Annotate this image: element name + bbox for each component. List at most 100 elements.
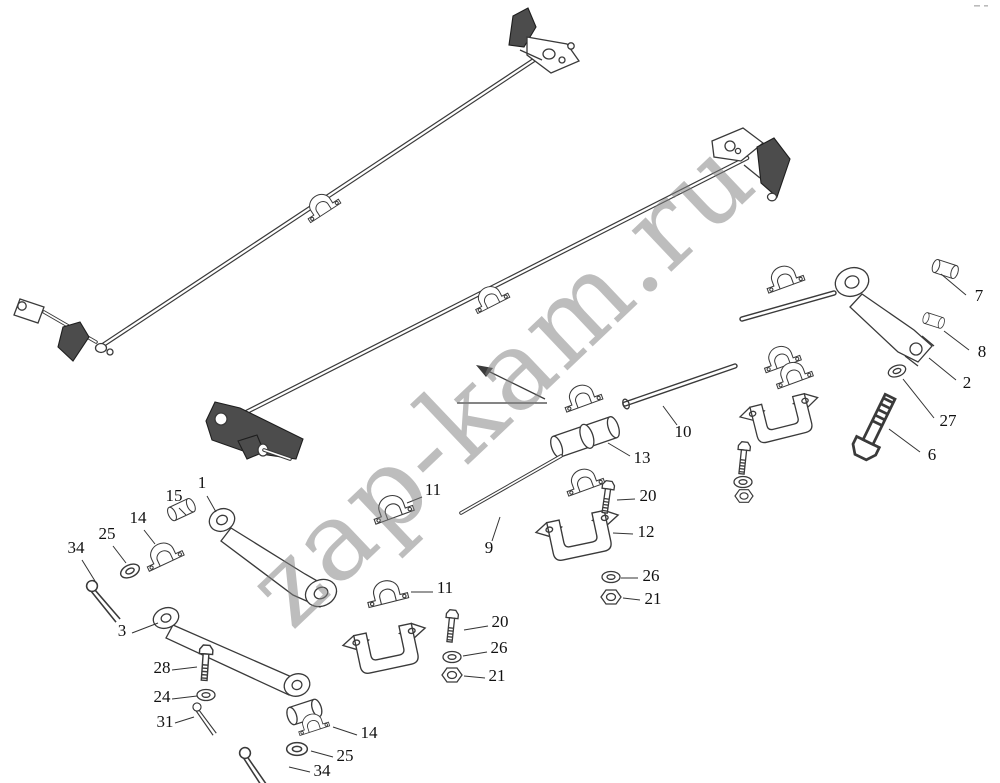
pin-7-part: [930, 258, 961, 280]
callout-leader-31: [174, 716, 195, 724]
right-parts-cluster: [733, 258, 961, 503]
washer-24-part: [196, 688, 216, 702]
callout-20[interactable]: 20: [492, 612, 509, 631]
callout-31[interactable]: 31: [157, 712, 174, 731]
cotter-pin-31-part: [187, 701, 223, 737]
bolt-6-part: [847, 389, 903, 464]
callout-leader-20: [616, 498, 636, 501]
callout-26[interactable]: 26: [491, 638, 508, 657]
callout-20[interactable]: 20: [640, 486, 657, 505]
clamp-14-part: [140, 535, 185, 572]
callout-34[interactable]: 34: [314, 761, 332, 780]
bracket-part: [340, 620, 433, 679]
nut-part: [734, 489, 754, 503]
callout-leader-3: [131, 622, 159, 634]
callout-leader-27: [902, 378, 935, 419]
callout-leader-25: [310, 750, 334, 758]
clamp-part: [561, 462, 606, 497]
clamp-part: [761, 259, 806, 294]
callout-24[interactable]: 24: [154, 687, 172, 706]
callout-11[interactable]: 11: [425, 480, 441, 499]
cotter-pin-34-part: [81, 579, 126, 624]
callout-25[interactable]: 25: [337, 746, 354, 765]
callout-27[interactable]: 27: [940, 411, 958, 430]
middle-parts-cluster: [459, 363, 738, 605]
callout-leader-1: [206, 495, 217, 513]
callout-8[interactable]: 8: [978, 342, 987, 361]
callout-leader-11: [406, 496, 423, 504]
callout-15[interactable]: 15: [166, 486, 183, 505]
link-3: [152, 606, 311, 697]
callout-leader-21: [622, 597, 641, 601]
callout-14[interactable]: 14: [130, 508, 148, 527]
callout-34[interactable]: 34: [68, 538, 86, 557]
callout-leader-9: [491, 516, 501, 542]
callout-leader-21: [463, 675, 486, 679]
clamp-11-part: [363, 575, 410, 609]
rod-end-fork-left: [13, 298, 114, 362]
callout-leader-28: [171, 666, 198, 671]
cotter-pin-34-part: [231, 745, 279, 783]
callout-leader-25: [112, 545, 127, 564]
bolt-20-part: [442, 608, 460, 644]
callout-leader-20: [463, 625, 489, 631]
callout-1[interactable]: 1: [198, 473, 207, 492]
callout-10[interactable]: 10: [675, 422, 692, 441]
callout-2[interactable]: 2: [963, 373, 972, 392]
callouts-layer: 7822761013201226219111111514253432824312…: [68, 273, 987, 780]
callout-21[interactable]: 21: [645, 589, 662, 608]
callout-leader-15: [178, 507, 187, 516]
nut-21-part: [600, 589, 622, 605]
bracket-12-part: [533, 507, 626, 566]
callout-leader-7: [940, 273, 967, 296]
callout-11[interactable]: 11: [437, 578, 453, 597]
washer-26-part: [442, 650, 462, 664]
callout-3[interactable]: 3: [118, 621, 127, 640]
callout-leader-24: [171, 695, 198, 700]
callout-leader-13: [607, 442, 631, 457]
direction-arrow: [457, 365, 547, 404]
rod-end-bracket-right: [711, 127, 791, 202]
washer-25-part: [117, 560, 143, 582]
callout-28[interactable]: 28: [154, 658, 171, 677]
pin-8-part: [921, 311, 947, 330]
lever-1: [208, 507, 338, 608]
washer-26-part: [601, 570, 621, 584]
callout-7[interactable]: 7: [975, 286, 984, 305]
callout-leader-10: [662, 405, 678, 426]
lower-linkage-rod: [205, 127, 791, 461]
clamp-11-part: [367, 488, 415, 525]
callout-14[interactable]: 14: [361, 723, 379, 742]
callout-leader-34: [288, 766, 311, 773]
callout-6[interactable]: 6: [928, 445, 937, 464]
callout-leader-6: [888, 428, 921, 453]
upper-linkage-rod: [13, 7, 580, 362]
lever-2: [834, 266, 935, 367]
rod-end-bracket-top: [508, 7, 580, 74]
callout-26[interactable]: 26: [643, 566, 660, 585]
callout-25[interactable]: 25: [99, 524, 116, 543]
callout-21[interactable]: 21: [489, 666, 506, 685]
callout-leader-26: [462, 651, 488, 657]
bolt-28-part: [196, 644, 214, 682]
callout-leader-34: [81, 559, 96, 582]
callout-12[interactable]: 12: [638, 522, 655, 541]
callout-leader-8: [943, 330, 970, 351]
callout-13[interactable]: 13: [634, 448, 651, 467]
coupling-13-part: [550, 416, 620, 458]
left-parts-cluster: [81, 488, 463, 783]
bolt-20-part: [598, 479, 616, 515]
corner-mark: [974, 5, 988, 7]
bolt-part: [734, 440, 752, 476]
callout-9[interactable]: 9: [485, 538, 494, 557]
washer-part: [733, 475, 753, 489]
clamp-part: [559, 378, 604, 413]
bracket-part: [737, 390, 826, 448]
nut-21-part: [441, 667, 463, 683]
intermediate-lever: [205, 401, 304, 461]
callout-leader-14: [143, 529, 156, 545]
washer-27-part: [886, 362, 908, 380]
callout-leader-2: [928, 357, 957, 381]
